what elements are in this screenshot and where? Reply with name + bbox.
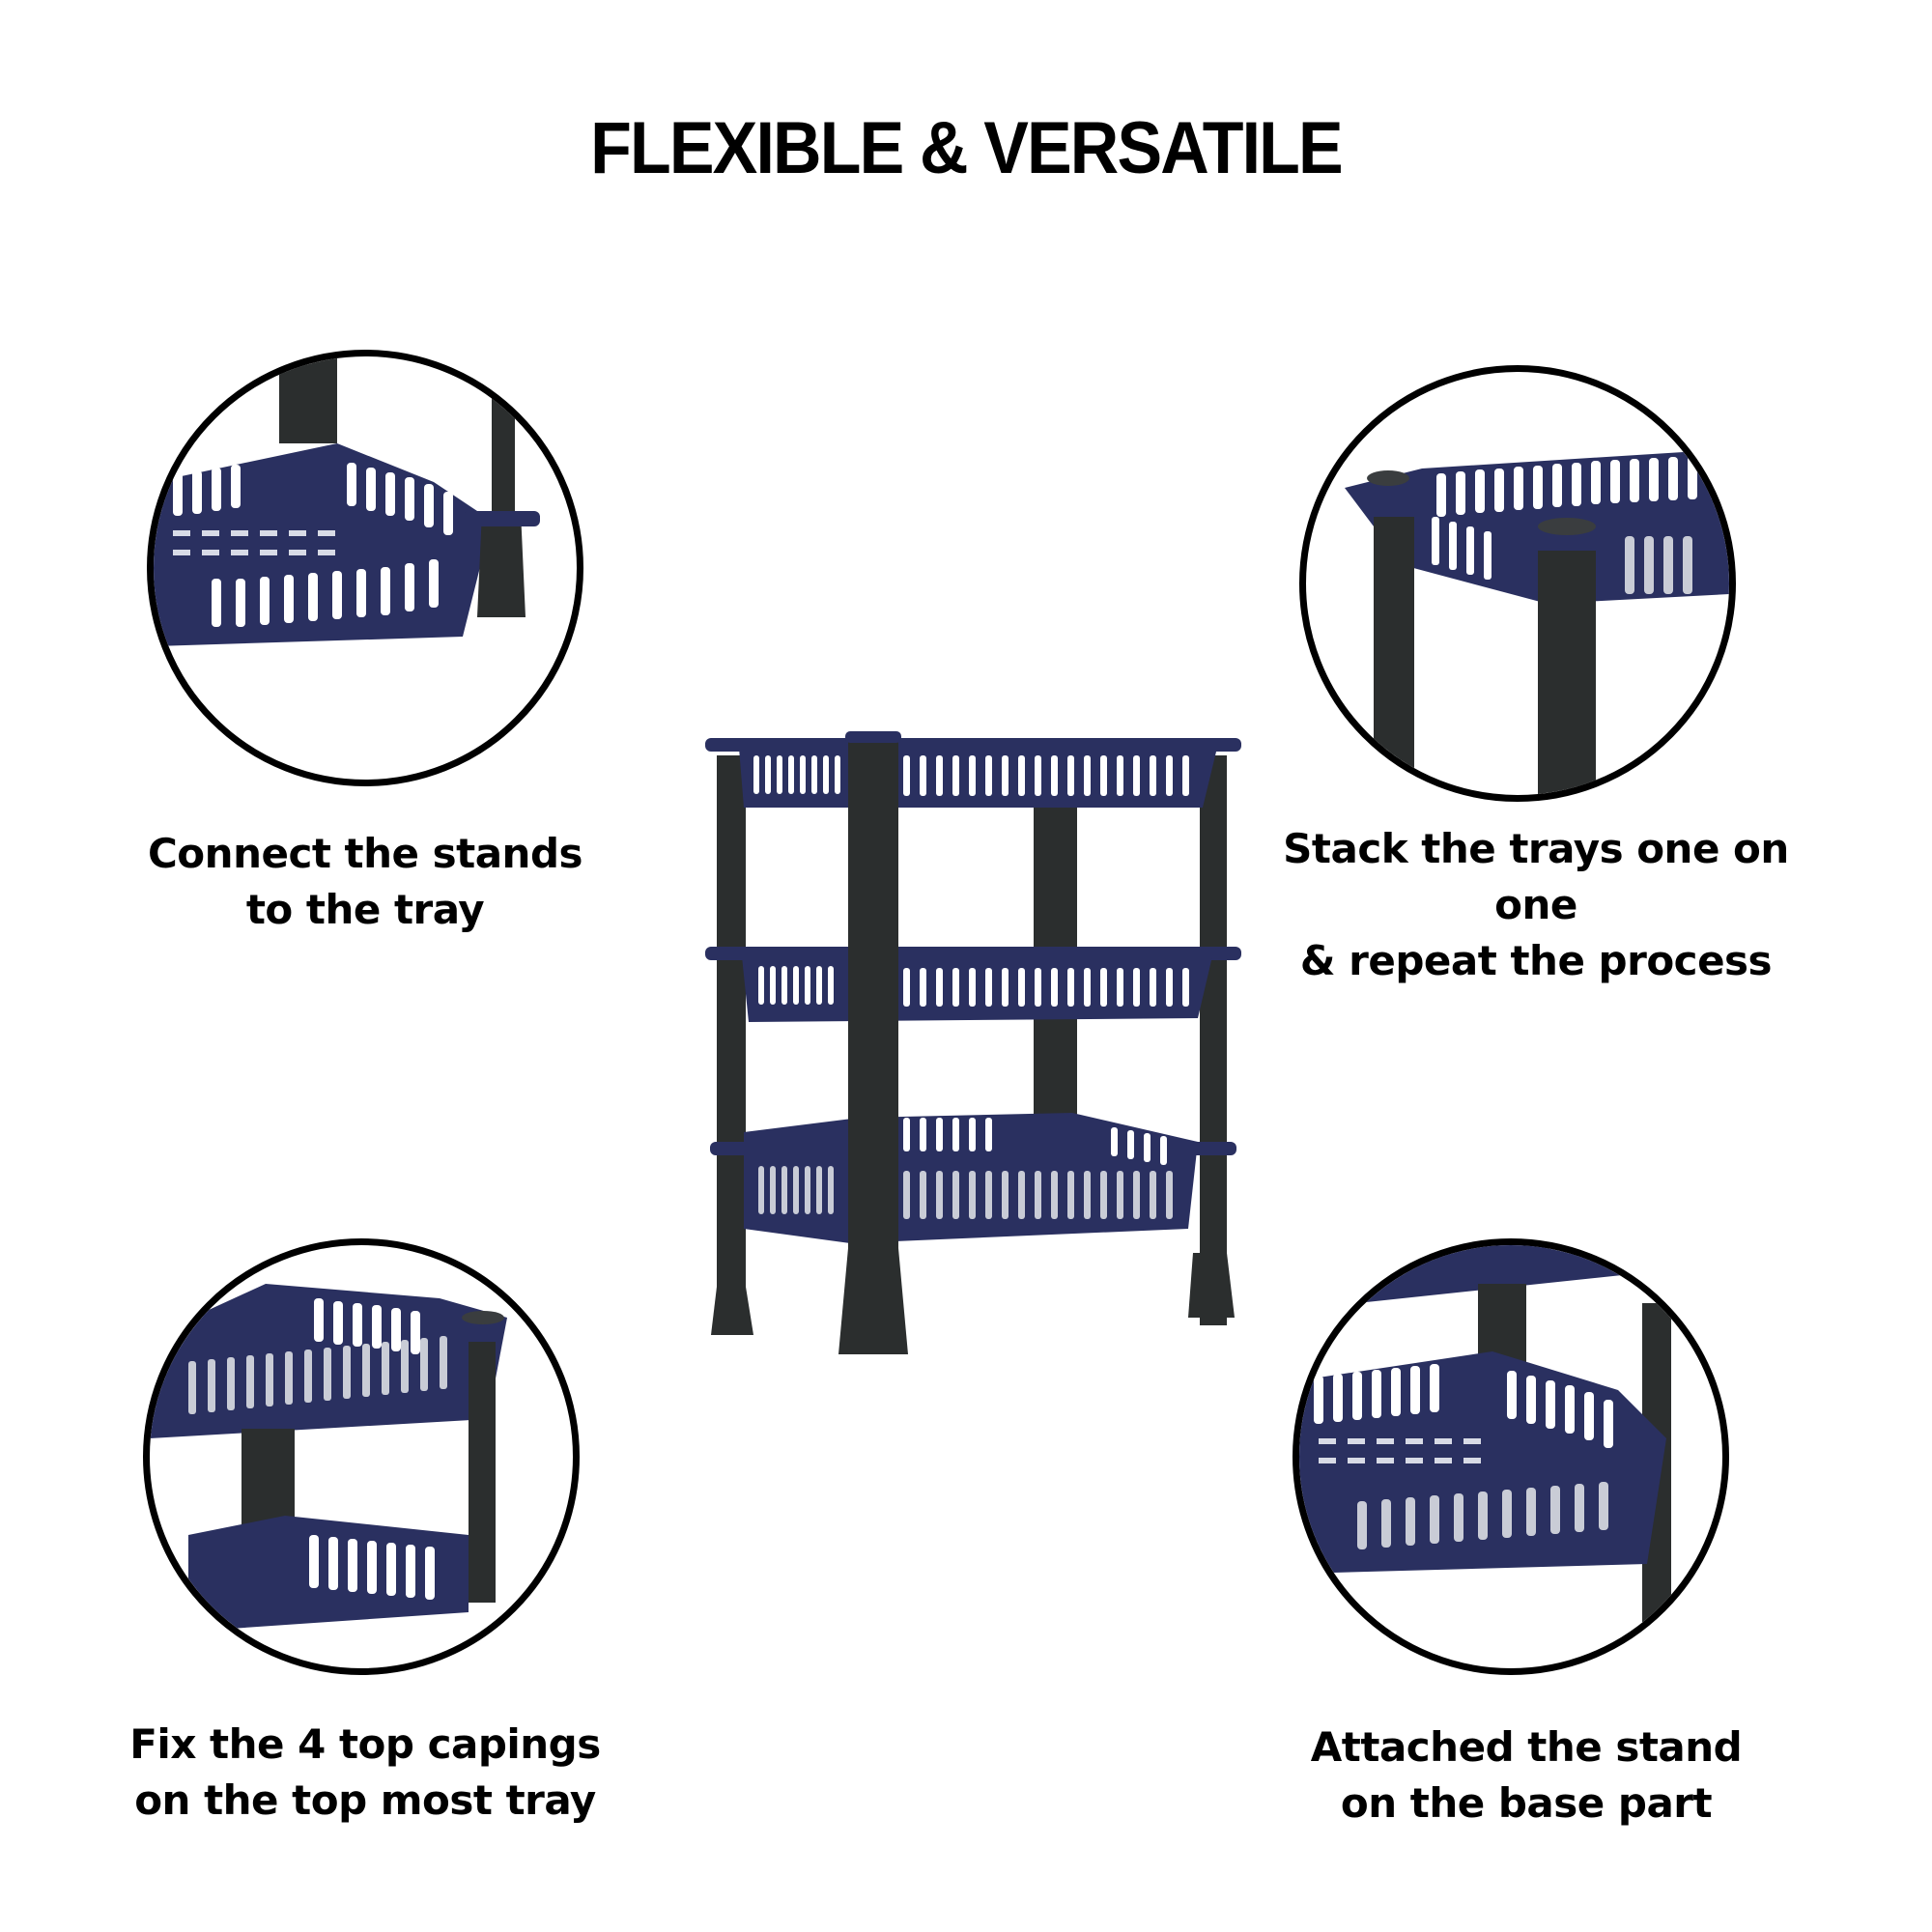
top-caps-illustration [150, 1284, 507, 1632]
step-caption-stack-trays: Stack the trays one on one & repeat the … [1246, 821, 1826, 989]
step-caption-attach-base: Attached the stand on the base part [1256, 1719, 1797, 1832]
tray-with-leg-illustration [154, 356, 540, 646]
caption-line: Stack the trays one on one [1283, 825, 1789, 928]
tray-top [705, 738, 1241, 808]
stacked-trays-illustration [1345, 449, 1729, 795]
caption-line: on the base part [1340, 1779, 1713, 1827]
step-caption-fix-capings: Fix the 4 top capings on the top most tr… [95, 1717, 636, 1829]
caption-line: Fix the 4 top capings [129, 1720, 601, 1768]
base-tray-illustration [1299, 1245, 1722, 1622]
caption-line: to the tray [245, 886, 485, 933]
step-image-attach-base [1293, 1238, 1729, 1675]
page-title: FLEXIBLE & VERSATILE [590, 107, 1344, 189]
step-image-stack-trays [1299, 365, 1736, 802]
step-caption-connect-stands: Connect the stands to the tray [95, 826, 636, 938]
tray-middle [705, 947, 1241, 1022]
step-image-fix-capings [143, 1238, 580, 1675]
caption-line: Connect the stands [147, 830, 583, 877]
product-image-3-tier-rack [705, 726, 1241, 1369]
caption-line: & repeat the process [1299, 937, 1773, 984]
caption-line: on the top most tray [134, 1776, 596, 1824]
storage-rack-illustration [705, 731, 1241, 1354]
caption-line: Attached the stand [1310, 1723, 1743, 1771]
tray-bottom [710, 1113, 1236, 1243]
step-image-connect-stands [147, 350, 583, 786]
